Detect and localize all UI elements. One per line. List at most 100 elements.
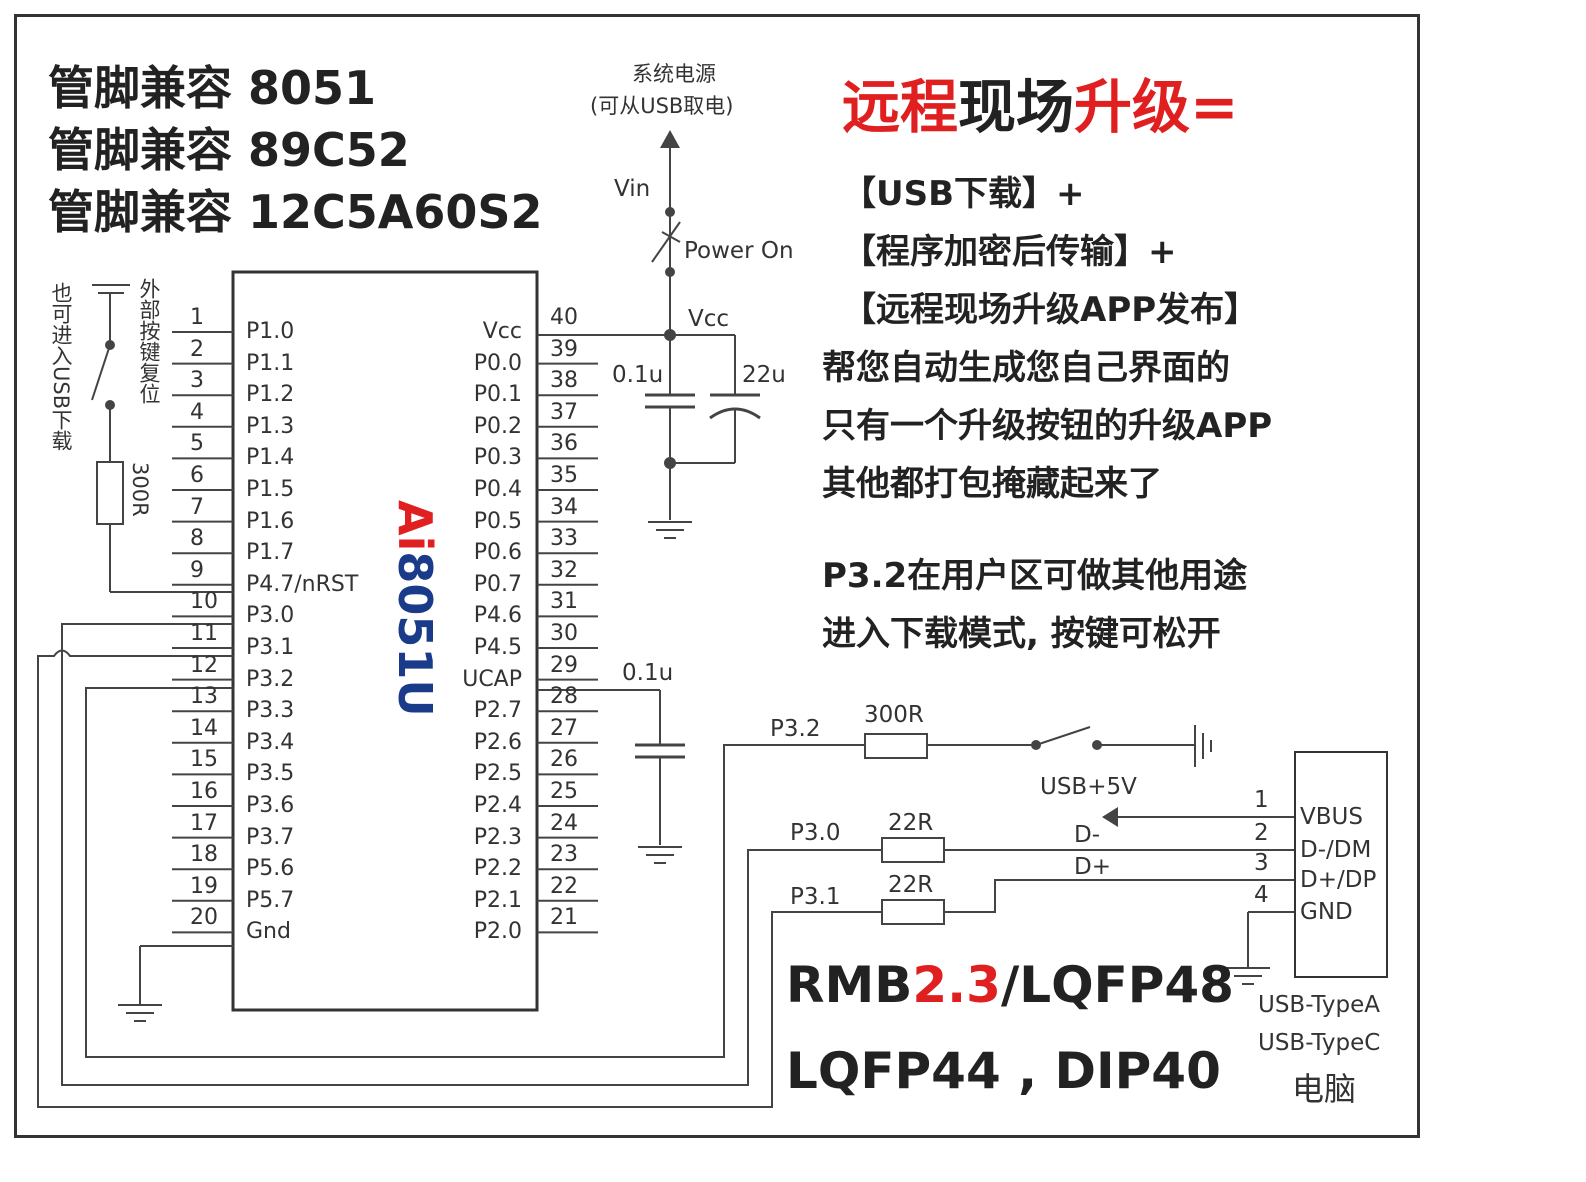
p30-route (61, 623, 882, 1086)
right-pin-number: 23 (550, 842, 578, 868)
p31-label: P3.1 (790, 884, 841, 910)
left-pin-name: P3.2 (246, 666, 295, 692)
chip-name-blue: 8051U (388, 551, 442, 717)
right-pin-name: UCAP (462, 666, 522, 692)
right-pin-name: P0.1 (473, 382, 522, 408)
dplus-label: D+ (1074, 854, 1111, 880)
left-pin-name: P5.7 (246, 887, 295, 913)
left-pin-name: P4.7/nRST (246, 571, 359, 597)
power-switch (651, 221, 681, 263)
left-pin-name: P1.1 (246, 350, 295, 376)
compat-line-1: 管脚兼容 8051 (48, 61, 377, 115)
right-pin-number: 34 (550, 494, 578, 520)
title-part1: 远程 (842, 73, 959, 141)
left-pin-number: 17 (190, 810, 218, 836)
left-pin-number: 5 (190, 431, 204, 457)
feature-6: 其他都打包掩藏起来了 (822, 464, 1162, 504)
right-pin-name: P2.4 (473, 793, 522, 818)
package-lqfp48: /LQFP48 (1000, 956, 1234, 1014)
reset-resistor-label: 300R (128, 462, 152, 517)
chip-name-red: Ai (388, 500, 442, 552)
left-pin-number: 14 (190, 715, 218, 741)
left-pin-name: P3.4 (246, 729, 295, 755)
left-pin-name: P3.3 (246, 698, 295, 724)
usb-pin-name: VBUS (1300, 804, 1363, 830)
left-pin-name: P1.3 (246, 413, 295, 439)
feature-2: 【程序加密后传输】+ (842, 232, 1177, 272)
feature-1: 【USB下载】+ (842, 174, 1085, 214)
left-pin-number: 18 (190, 842, 218, 868)
right-pin-number: 36 (550, 431, 578, 457)
cap1-label: 0.1u (612, 362, 664, 388)
vcc-label: Vcc (688, 306, 730, 332)
p30-label: P3.0 (790, 820, 841, 846)
right-pin-name: P2.5 (473, 761, 522, 787)
power-source-line2: (可从USB取电) (590, 94, 734, 118)
right-pin-name: P0.5 (473, 508, 522, 534)
right-pin-number: 21 (550, 905, 578, 931)
right-pin-name: Vcc (482, 319, 522, 344)
usb-typec-label: USB-TypeC (1258, 1030, 1381, 1056)
usb-pin-number: 1 (1254, 787, 1269, 813)
left-pin-name: P1.2 (246, 382, 295, 408)
package-line2: LQFP44 , DIP40 (786, 1042, 1221, 1100)
right-pin-number: 30 (550, 621, 578, 646)
usb-pin-name: D-/DM (1300, 837, 1372, 863)
reset-switch (91, 344, 111, 401)
p31-route (37, 649, 882, 1108)
left-pin-number: 6 (190, 463, 204, 488)
compat-line-2: 管脚兼容 89C52 (48, 123, 410, 177)
left-pin-number: 13 (190, 684, 218, 710)
reset-right-label: 外部按键复位 (137, 278, 161, 404)
reset-resistor (96, 461, 124, 525)
usb-pin-name: GND (1300, 899, 1353, 925)
r22b-label: 22R (888, 872, 934, 898)
power-on-label: Power On (684, 238, 794, 264)
left-pin-number: 4 (190, 399, 204, 425)
r300-label: 300R (864, 702, 924, 728)
r22a-resistor (881, 837, 945, 863)
right-pin-number: 33 (550, 526, 578, 552)
right-pin-name: P0.0 (473, 350, 522, 376)
left-pin-number: 1 (190, 305, 204, 330)
left-pin-number: 20 (190, 905, 218, 931)
right-pin-name: P2.0 (473, 919, 522, 945)
right-pin-name: P4.6 (473, 603, 522, 629)
right-pin-number: 40 (550, 305, 578, 330)
usb5v-label: USB+5V (1040, 774, 1137, 800)
left-pin-name: P3.5 (246, 761, 295, 787)
right-pin-number: 25 (550, 779, 578, 804)
power-source-line1: 系统电源 (632, 62, 716, 86)
left-pin-name: P1.4 (246, 445, 295, 471)
title: 远程现场升级= (842, 60, 1239, 144)
package-rmb: RMB (786, 956, 913, 1014)
usb-switch (1035, 726, 1091, 746)
chip-body (231, 270, 539, 1012)
p32-route (85, 687, 865, 1058)
p32-label: P3.2 (770, 716, 821, 742)
compat-line-3: 管脚兼容 12C5A60S2 (48, 185, 543, 239)
cap3-label: 0.1u (622, 660, 674, 686)
feature-3: 【远程现场升级APP发布】 (842, 290, 1259, 330)
vin-label: Vin (614, 176, 651, 202)
pc-label: 电脑 (1292, 1070, 1357, 1108)
vin-arrow (660, 130, 680, 148)
left-pin-number: 19 (190, 873, 218, 899)
left-pin-number: 2 (190, 336, 204, 362)
left-pin-number: 3 (190, 368, 204, 394)
diagram-frame (14, 14, 1420, 1138)
usb-pin-name: D+/DP (1300, 867, 1377, 893)
feature-5: 只有一个升级按钮的升级APP (822, 406, 1273, 446)
usb-typea-label: USB-TypeA (1258, 992, 1380, 1018)
dminus-label: D- (1074, 822, 1101, 848)
feature-4: 帮您自动生成您自己界面的 (822, 348, 1230, 388)
right-pin-number: 22 (550, 873, 578, 899)
vbus-arrow (1102, 807, 1118, 827)
right-pin-number: 27 (550, 715, 578, 741)
usb-pin-number: 4 (1254, 882, 1269, 908)
left-pin-name: P3.0 (246, 603, 295, 629)
right-pin-name: P2.6 (473, 729, 522, 755)
right-pin-lines (537, 362, 598, 934)
left-pin-name: P3.7 (246, 824, 295, 850)
left-pin-number: 9 (190, 557, 204, 583)
